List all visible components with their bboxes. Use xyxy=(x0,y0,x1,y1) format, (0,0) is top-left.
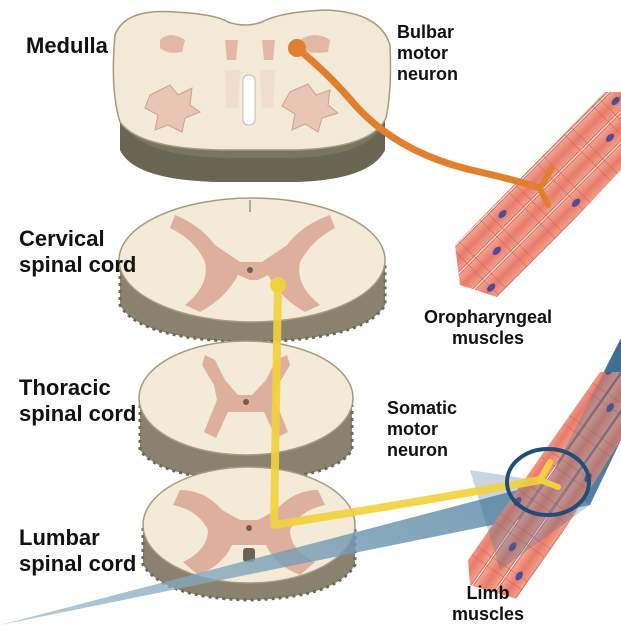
limb-muscles-label: Limb muscles xyxy=(438,583,538,625)
oropharyngeal-muscles-label: Oropharyngeal muscles xyxy=(397,307,579,349)
thoracic-spinal-cord-section xyxy=(139,341,353,480)
cervical-spinal-cord-section xyxy=(119,198,385,342)
medulla-label: Medulla xyxy=(26,33,108,59)
thoracic-spinal-cord-label: Thoracic spinal cord xyxy=(19,375,136,427)
cervical-spinal-cord-label: Cervical spinal cord xyxy=(19,226,136,278)
bulbar-motor-neuron-label: Bulbar motor neuron xyxy=(397,22,458,86)
oropharyngeal-muscle-fibers xyxy=(395,43,621,337)
lumbar-spinal-cord-label: Lumbar spinal cord xyxy=(19,525,136,577)
somatic-motor-neuron-label: Somatic motor neuron xyxy=(387,398,457,462)
